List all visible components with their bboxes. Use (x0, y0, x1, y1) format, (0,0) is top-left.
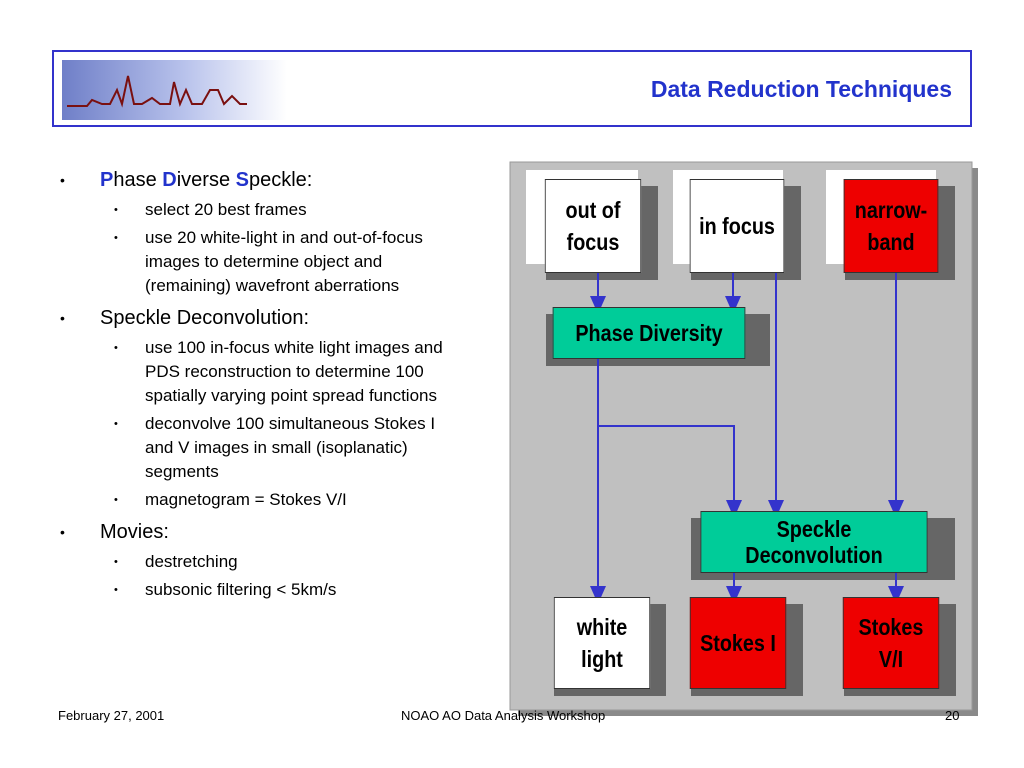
bullet-text-segment: D (162, 169, 177, 191)
bullet-list: Phase Diverse Speckle: select 20 best fra… (58, 168, 478, 610)
bullet-text-segment: S (235, 169, 249, 191)
box-stokes-i: Stokes I (689, 597, 787, 689)
bullet-text-segment: P (100, 169, 114, 191)
box-phase-diversity: Phase Diversity (552, 307, 746, 359)
sub-bullet-item: use 100 in-focus white light images and … (58, 336, 445, 408)
bullet-item: Speckle Deconvolution: (58, 306, 478, 330)
noao-logo (62, 60, 287, 120)
bullet-item: Movies: (58, 520, 478, 544)
sub-bullet-item: subsonic filtering < 5km/s (58, 578, 445, 602)
box-narrow-band: narrow-band (843, 179, 939, 273)
bullet-text-segment: iverse (176, 169, 236, 191)
sub-bullet-item: use 20 white-light in and out-of-focus i… (58, 226, 445, 298)
slide-title: Data Reduction Techniques (650, 76, 952, 102)
bullet-text-segment: peckle: (248, 169, 313, 191)
footer-date: February 27, 2001 (58, 708, 165, 723)
bullet-text-segment: hase (113, 169, 163, 191)
bullet-text-segment: Speckle Deconvolution: (100, 307, 310, 329)
bullet-text-segment: Movies: (100, 521, 169, 543)
footer-event: NOAO AO Data Analysis Workshop (401, 708, 606, 723)
sub-bullet-item: magnetogram = Stokes V/I (58, 488, 445, 512)
footer-page-number: 20 (945, 708, 960, 723)
slide-header: Data Reduction Techniques (52, 50, 972, 127)
sub-bullet-item: select 20 best frames (58, 198, 445, 222)
sub-bullet-item: destretching (58, 550, 445, 574)
sub-bullet-item: deconvolve 100 simultaneous Stokes I and… (58, 412, 445, 484)
arrow-phase-to-speckle (598, 425, 742, 518)
bullet-item: Phase Diverse Speckle: (58, 168, 478, 192)
box-in-focus: in focus (689, 179, 785, 273)
